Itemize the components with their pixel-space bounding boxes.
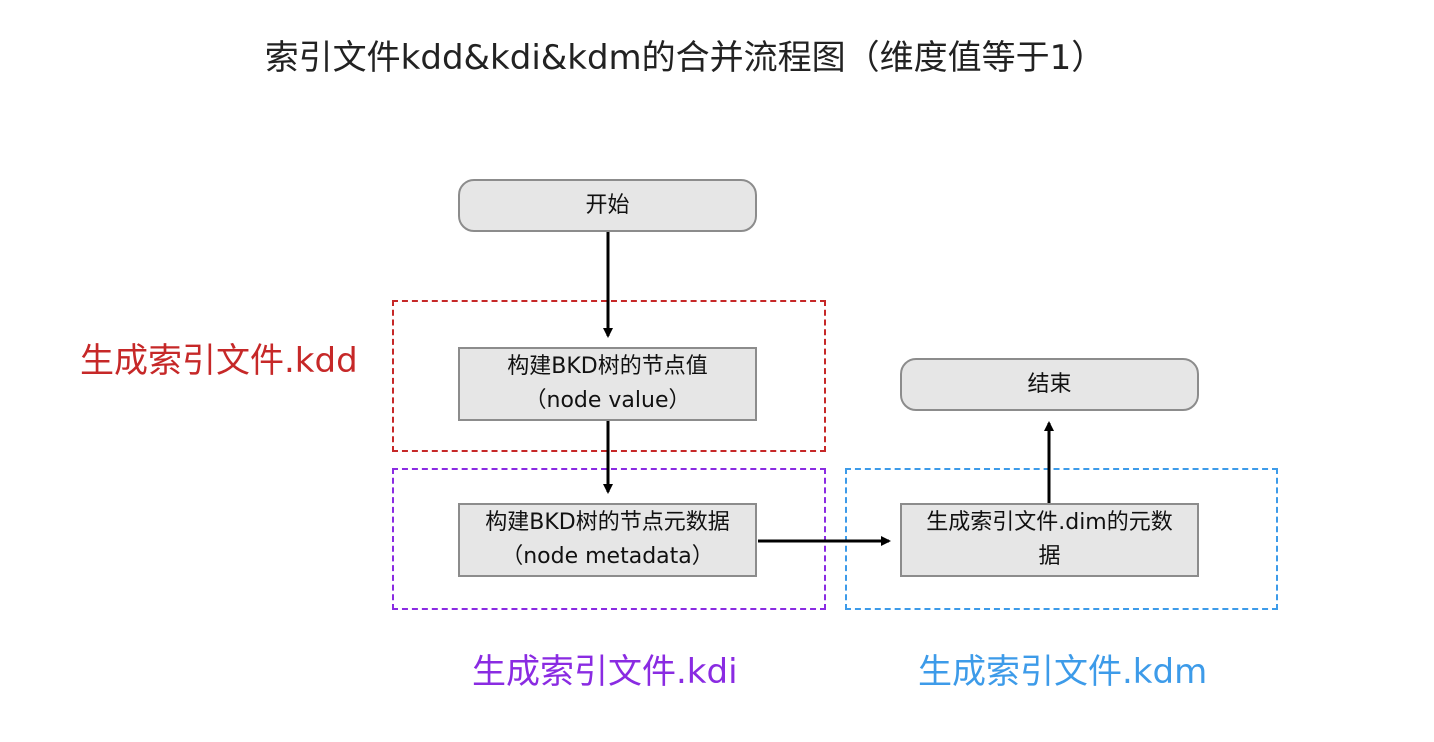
- end-node: 结束: [900, 358, 1199, 411]
- group-kdd-label: 生成索引文件.kdd: [80, 341, 358, 381]
- end-node-label: 结束: [1027, 371, 1072, 397]
- group-kdm-label: 生成索引文件.kdm: [918, 652, 1208, 692]
- node-metadata-line2: （node metadata）: [501, 544, 714, 569]
- node-metadata-step: 构建BKD树的节点元数据 （node metadata）: [458, 503, 757, 577]
- dim-metadata-step: 生成索引文件.dim的元数 据: [900, 503, 1199, 577]
- dim-metadata-line2: 据: [1038, 544, 1061, 569]
- node-value-line2: （node value）: [524, 388, 691, 413]
- start-node: 开始: [458, 179, 757, 232]
- group-kdm-box: [845, 468, 1278, 610]
- node-value-step: 构建BKD树的节点值 （node value）: [458, 347, 757, 421]
- start-node-label: 开始: [585, 192, 630, 218]
- node-value-line1: 构建BKD树的节点值: [507, 354, 708, 379]
- group-kdi-label: 生成索引文件.kdi: [472, 652, 738, 692]
- diagram-title: 索引文件kdd&kdi&kdm的合并流程图（维度值等于1）: [264, 38, 1106, 78]
- node-metadata-line1: 构建BKD树的节点元数据: [485, 510, 730, 535]
- dim-metadata-line1: 生成索引文件.dim的元数: [926, 510, 1173, 535]
